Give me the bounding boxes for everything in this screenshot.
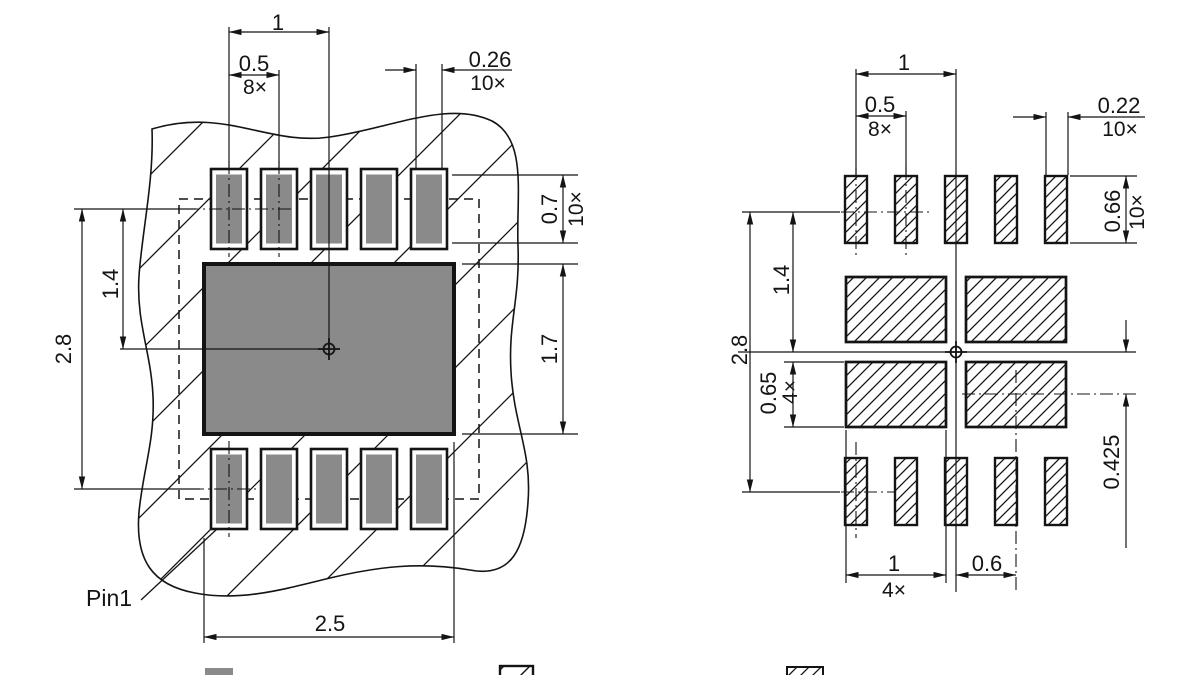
extension-lines (845, 69, 947, 583)
dim-label: 2.8 (51, 334, 76, 365)
dim-pkg-terminal-width: 0.26 10× (385, 47, 512, 168)
package-view: 1 0.5 8× 0.26 10× 2.8 1.4 (51, 10, 588, 643)
dim-center-land-width: 1 4× (845, 551, 947, 602)
pin1-centerlines (168, 161, 292, 537)
dim-land-width: 0.22 10× (1013, 93, 1145, 175)
dim-label: 1 (272, 10, 284, 35)
dim-label: 0.22 (1098, 93, 1141, 118)
dim-center-land-offset-y: 0.425 (1099, 320, 1130, 548)
legend (205, 664, 824, 675)
legend-solid-gray-swatch (205, 668, 233, 675)
dim-label: 1 (888, 551, 900, 576)
dim-pkg-pad-to-center: 1.4 (98, 208, 127, 350)
legend-dense-hatch-swatch (786, 666, 824, 675)
dim-label: 0.7 (537, 194, 562, 225)
legend-light-hatch-swatch (498, 664, 535, 675)
land-pattern-view: 1 0.5 8× 0.22 10× 0.66 10× (727, 50, 1149, 602)
dim-qty-label: 8× (243, 76, 267, 99)
dim-label: 1.4 (769, 265, 794, 296)
dim-qty-label: 4× (882, 579, 906, 602)
dim-label: 0.5 (239, 51, 270, 76)
dim-label: 0.66 (1100, 190, 1125, 233)
center-target-icon (318, 338, 340, 360)
dim-qty-label: 10× (1102, 118, 1138, 141)
pin1-label: Pin1 (86, 585, 132, 611)
dim-pkg-terminal-height: 0.7 10× (452, 174, 588, 244)
land-pads-bottom (843, 456, 1069, 527)
pin1-callout: Pin1 (86, 528, 218, 611)
center-target-icon (945, 341, 967, 363)
dim-label: 0.6 (972, 551, 1003, 576)
dim-center-land-offset-x: 0.6 (955, 551, 1017, 579)
dim-pkg-pitch: 0.5 8× (228, 51, 280, 168)
dim-qty-label: 10× (565, 191, 588, 227)
dim-label: 2.8 (727, 335, 752, 366)
dim-land-pad-to-center: 1.4 (769, 211, 797, 353)
dim-land-pitch-x2: 1 (855, 50, 957, 78)
center-land-pads (844, 275, 1068, 429)
dim-qty-label: 10× (470, 72, 506, 95)
dim-label: 0.5 (865, 92, 896, 117)
dim-land-pitch: 0.5 8× (855, 92, 907, 141)
dim-qty-label: 10× (1126, 194, 1149, 230)
dim-pkg-row-span: 2.8 (51, 208, 200, 490)
dim-pkg-epad-width: 2.5 (203, 442, 455, 643)
dim-label: 1.4 (98, 269, 123, 300)
dim-pkg-pitch-x2: 1 (228, 10, 330, 168)
dim-qty-label: 8× (868, 118, 892, 141)
dim-land-height: 0.66 10× (1070, 175, 1149, 244)
dim-label: 0.425 (1099, 434, 1124, 489)
dim-label: 2.5 (315, 611, 346, 636)
dim-pkg-epad-height: 1.7 (462, 263, 578, 435)
dim-label: 0.26 (469, 47, 512, 72)
dim-label: 0.65 (756, 372, 781, 415)
dim-label: 1 (898, 50, 910, 75)
dim-qty-label: 4× (779, 380, 802, 404)
dim-land-row-span: 2.8 (727, 211, 840, 493)
dim-center-land-height: 0.65 4× (756, 361, 844, 428)
dim-label: 1.7 (537, 334, 562, 365)
